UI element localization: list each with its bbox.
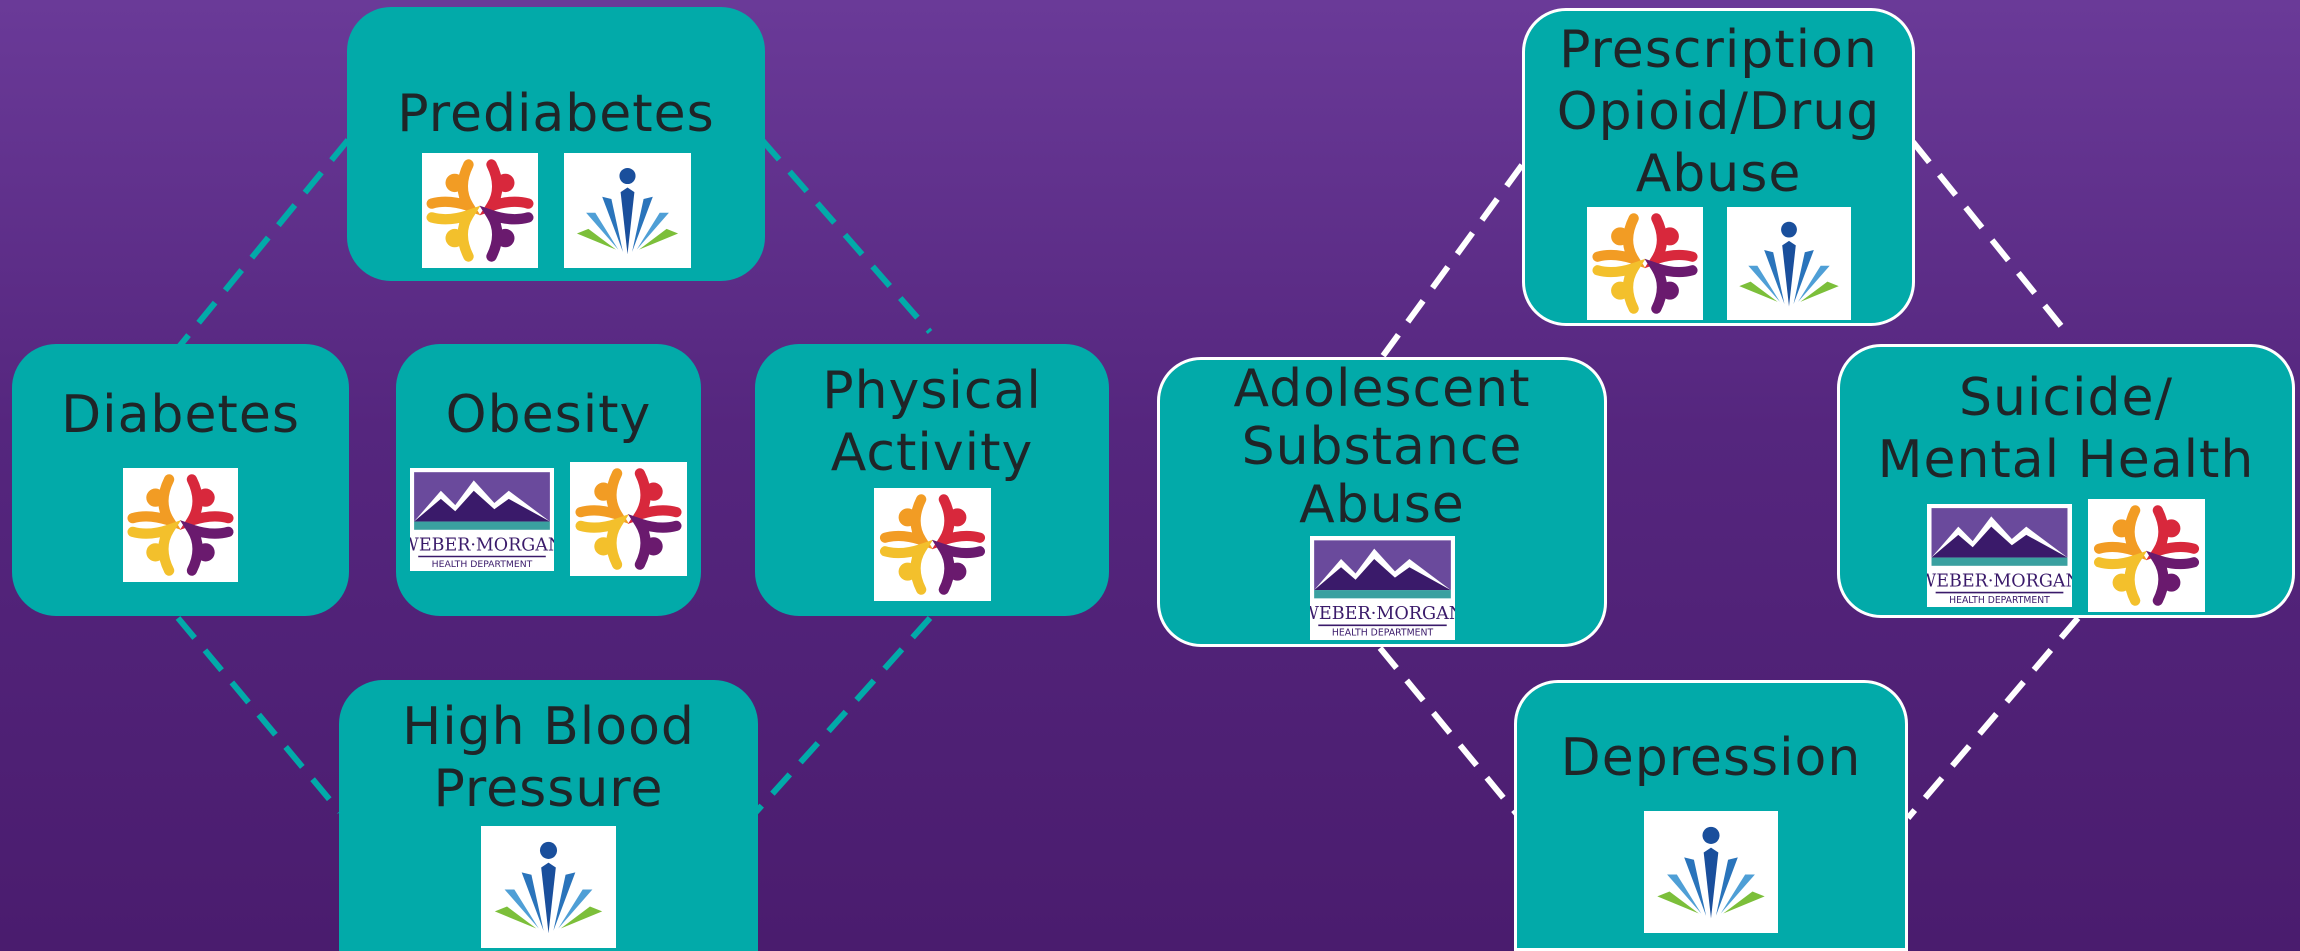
node-label: Obesity bbox=[445, 385, 652, 445]
weber-morgan-logo: WEBER·MORGAN HEALTH DEPARTMENT bbox=[410, 467, 554, 571]
svg-text:HEALTH DEPARTMENT: HEALTH DEPARTMENT bbox=[432, 558, 533, 569]
connector-prediabetes-physical bbox=[759, 138, 933, 334]
community-people-logo bbox=[2088, 499, 2205, 612]
sprout-figure-logo bbox=[1726, 207, 1851, 320]
svg-text:HEALTH DEPARTMENT: HEALTH DEPARTMENT bbox=[1949, 595, 2050, 606]
connector-opioid-suicide bbox=[1910, 140, 2069, 334]
community-people-logo bbox=[570, 462, 687, 576]
community-people-logo bbox=[123, 468, 238, 582]
svg-text:WEBER·MORGAN: WEBER·MORGAN bbox=[410, 535, 554, 555]
connector-adolescent-depression bbox=[1377, 646, 1523, 820]
node-diabetes: Diabetes bbox=[12, 344, 349, 616]
node-prescription-opioid: Prescription Opioid/Drug Abuse bbox=[1522, 8, 1915, 326]
connector-opioid-adolescent bbox=[1377, 163, 1525, 362]
node-depression: Depression bbox=[1514, 680, 1908, 951]
node-suicide-mental-health: Suicide/ Mental Health WEBER·MORGAN HEAL… bbox=[1837, 344, 2295, 618]
node-adolescent-substance: Adolescent Substance Abuse WEBER·MORGAN … bbox=[1157, 357, 1607, 647]
node-physical-activity: Physical Activity bbox=[755, 344, 1109, 616]
node-high-blood-pressure: High Blood Pressure bbox=[339, 680, 758, 951]
svg-text:WEBER·MORGAN: WEBER·MORGAN bbox=[1310, 604, 1455, 624]
node-prediabetes: Prediabetes bbox=[347, 7, 765, 281]
node-label: Physical Activity bbox=[822, 361, 1042, 483]
connector-diabetes-hbp bbox=[175, 616, 343, 814]
node-label: Diabetes bbox=[61, 385, 300, 445]
sprout-figure-logo bbox=[1644, 811, 1778, 933]
svg-text:HEALTH DEPARTMENT: HEALTH DEPARTMENT bbox=[1331, 628, 1433, 639]
sprout-figure-logo bbox=[563, 153, 691, 268]
node-label: Suicide/ Mental Health bbox=[1877, 368, 2255, 490]
node-label: High Blood Pressure bbox=[402, 697, 695, 819]
weber-morgan-logo: WEBER·MORGAN HEALTH DEPARTMENT bbox=[1309, 536, 1455, 640]
sprout-figure-logo bbox=[481, 826, 616, 948]
community-people-logo bbox=[873, 488, 991, 601]
node-label: Prescription Opioid/Drug Abuse bbox=[1556, 20, 1881, 204]
node-label: Prediabetes bbox=[397, 84, 715, 144]
community-people-logo bbox=[1586, 207, 1703, 320]
svg-text:WEBER·MORGAN: WEBER·MORGAN bbox=[1927, 571, 2072, 591]
connector-suicide-depression bbox=[1905, 616, 2081, 820]
node-obesity: Obesity WEBER·MORGAN HEALTH DEPARTMENT bbox=[396, 344, 701, 616]
node-label: Adolescent Substance Abuse bbox=[1233, 359, 1531, 535]
community-people-logo bbox=[421, 153, 538, 268]
weber-morgan-logo: WEBER·MORGAN HEALTH DEPARTMENT bbox=[1927, 504, 2072, 607]
connector-physical-hbp bbox=[753, 615, 933, 815]
connector-prediabetes-diabetes bbox=[175, 138, 351, 350]
node-label: Depression bbox=[1560, 728, 1862, 788]
